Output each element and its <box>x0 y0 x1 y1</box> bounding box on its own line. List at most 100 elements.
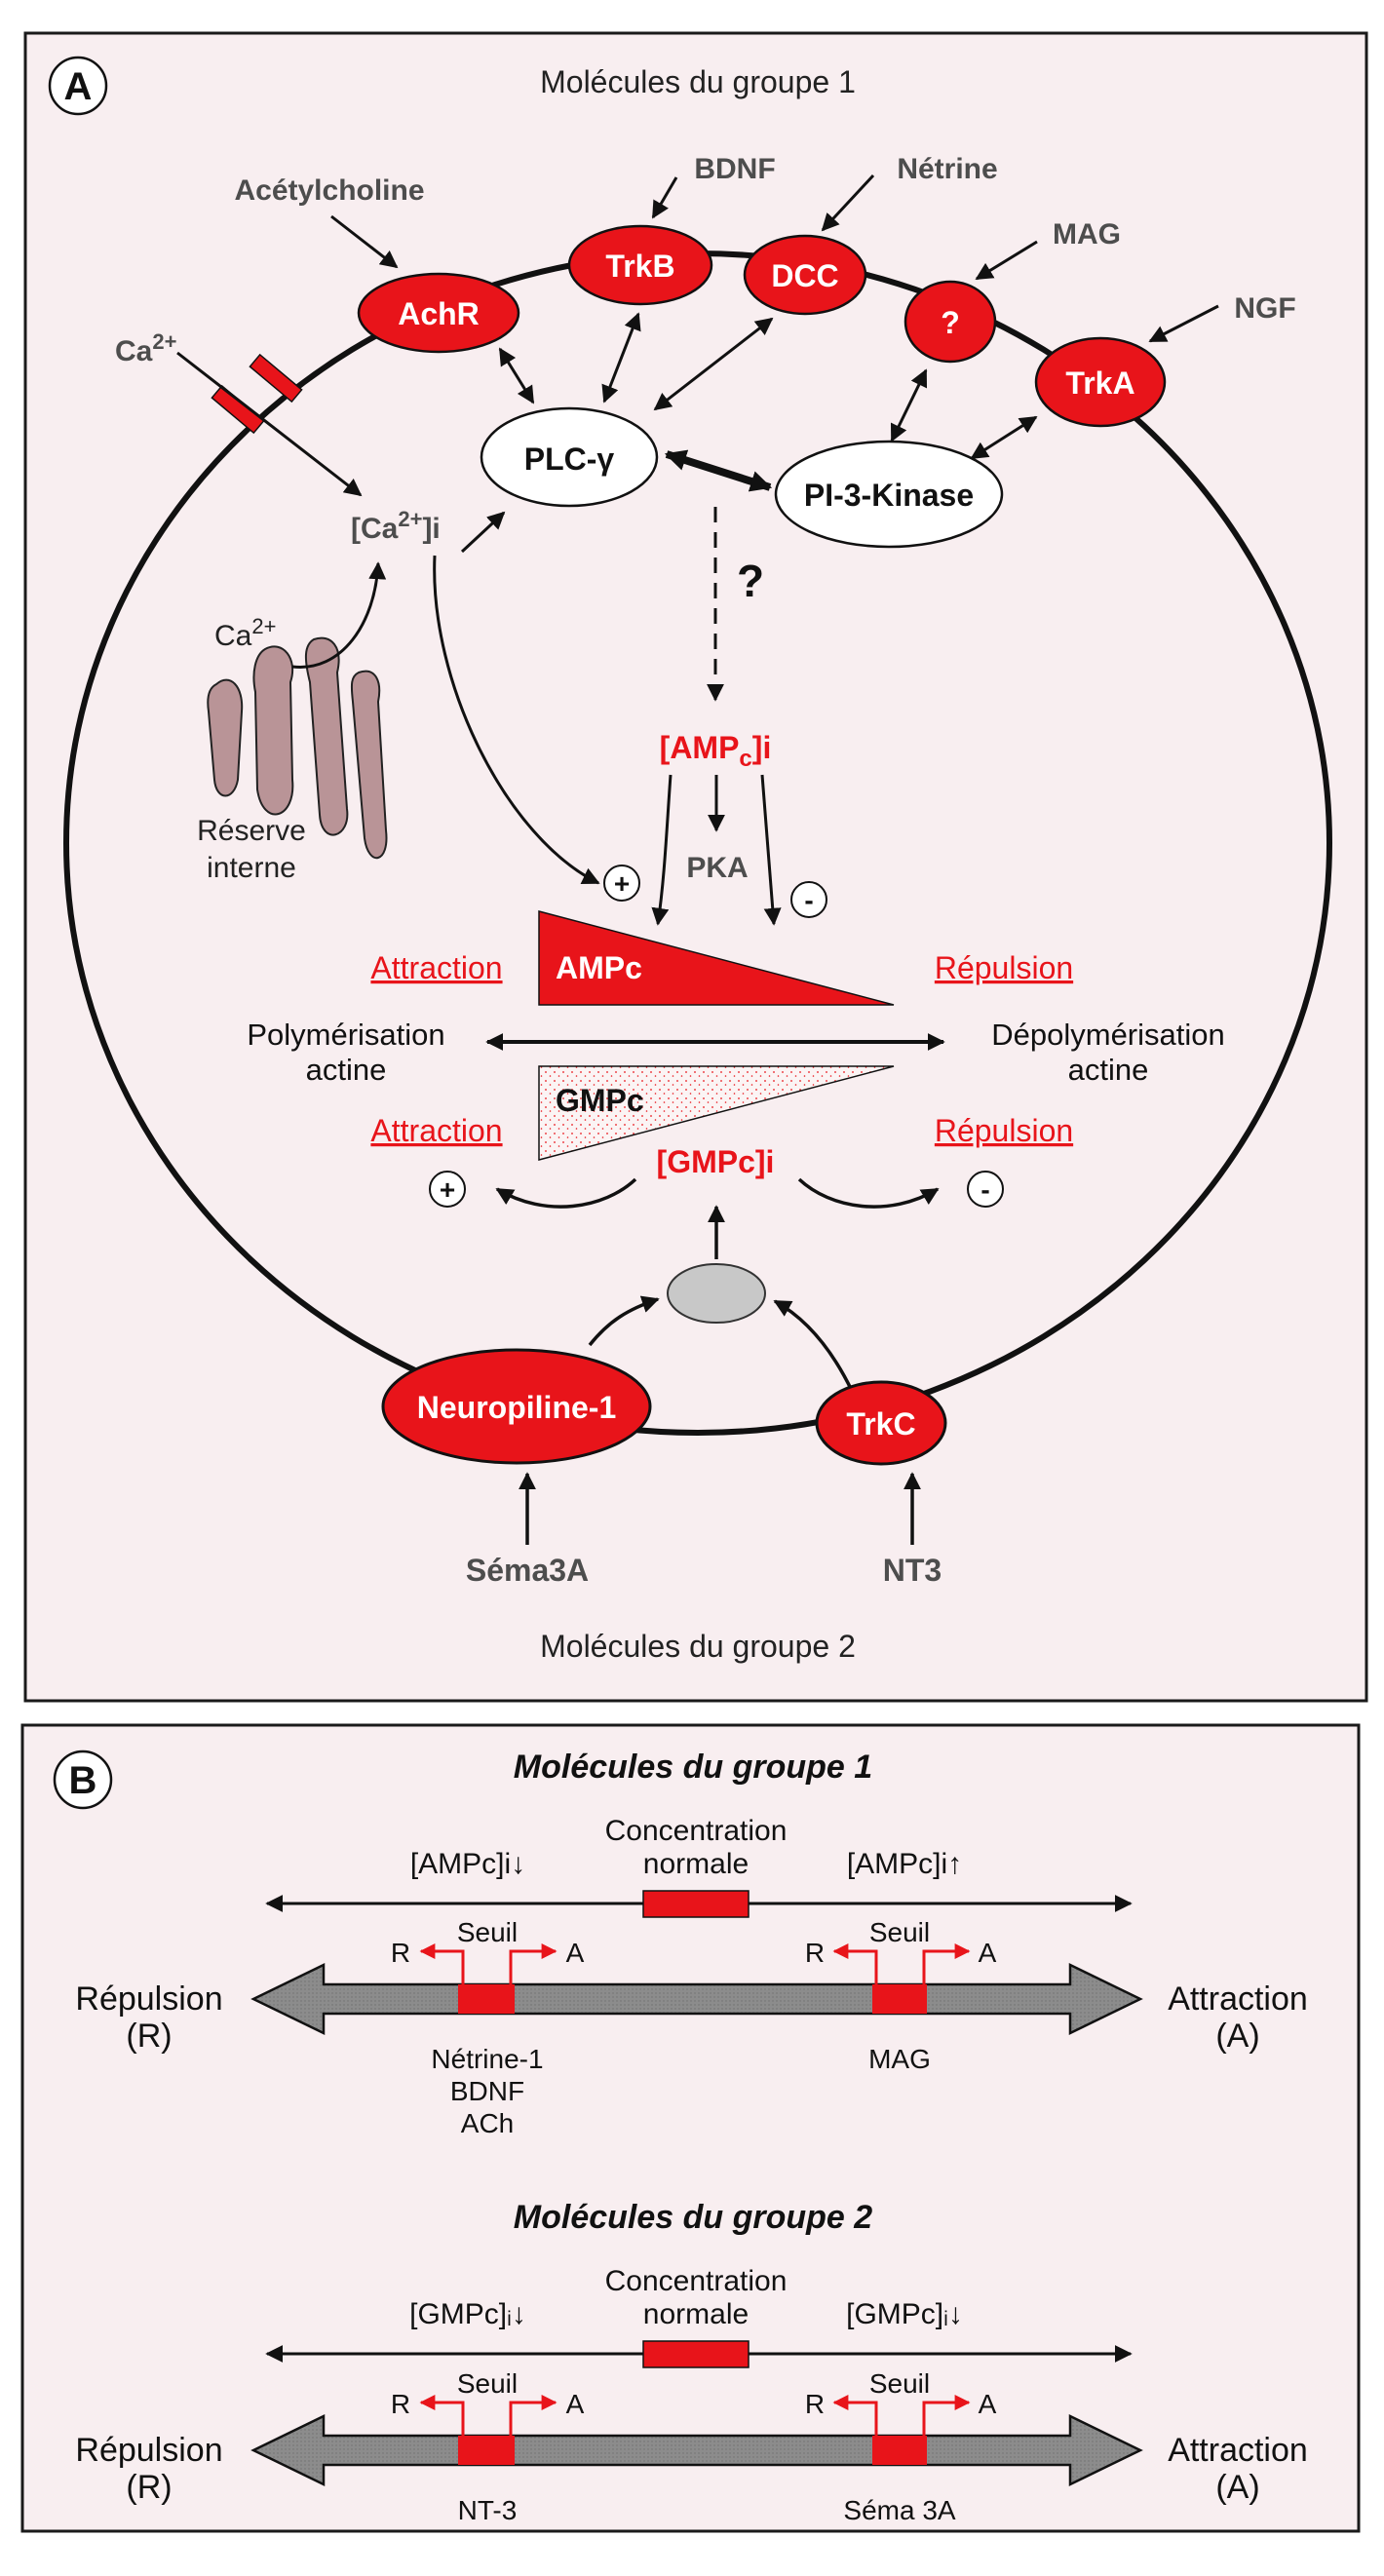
cgmp-internal-label: [GMPc]i <box>657 1144 775 1179</box>
b-group1-conc-line2: normale <box>643 1848 749 1880</box>
calcium-to-plc-arrow <box>460 511 506 554</box>
ampc-gradient-triangle <box>538 910 895 1006</box>
b-group2-threshold-right-a-arrow <box>922 2395 971 2436</box>
panel-a-frame <box>23 31 1368 1703</box>
b-group2-r-right: R <box>805 2389 825 2419</box>
b-group1-a-right: A <box>979 1938 997 1968</box>
receptor-enzyme-arrows <box>498 312 1038 460</box>
b-group2-title: Molécules du groupe 2 <box>514 2199 872 2236</box>
panel-b-group2: Molécules du groupe 2 Concentration norm… <box>75 2199 1307 2525</box>
polymerisation-label-line1: Polymérisation <box>247 1018 444 1052</box>
enzyme-plc-gamma: PLC-γ <box>480 406 659 508</box>
ampc-triangle-label: AMPc <box>556 950 642 985</box>
svg-text:-: - <box>980 1174 989 1205</box>
gmpc-triangle-label: GMPc <box>556 1083 644 1118</box>
minus-sign-lower: - <box>967 1171 1004 1208</box>
b-group2-left-level: [GMPc]ᵢ↓ <box>409 2298 526 2330</box>
b-group2-attraction: Attraction <box>1168 2432 1308 2469</box>
svg-text:+: + <box>440 1174 455 1205</box>
b-group2-a-right: A <box>979 2389 997 2419</box>
b-group1-a-left: A <box>566 1938 585 1968</box>
group2-title: Molécules du groupe 2 <box>540 1629 856 1664</box>
bdnf-arrow <box>651 176 678 219</box>
b-group1-right-level: [AMPc]i↑ <box>847 1848 962 1880</box>
camp-internal-label: [AMPc]i <box>660 730 772 772</box>
b-group1-response-bar <box>250 1963 1143 2035</box>
b-group2-right-molecule-1: Séma 3A <box>843 2495 955 2525</box>
b-group1-repulsion-abbr: (R) <box>126 2018 172 2055</box>
enzyme-pi3k-label: PI-3-Kinase <box>804 478 974 513</box>
b-group1-attraction: Attraction <box>1168 1980 1308 2018</box>
enzyme-plc-label: PLC-γ <box>524 442 615 477</box>
depolymerisation-label-line1: Dépolymérisation <box>991 1018 1225 1052</box>
ligand-netrine: Nétrine <box>897 153 997 185</box>
b-group1-threshold-left-a-arrow <box>509 1943 557 1984</box>
receptor-neuropiline-1: Neuropiline-1 <box>381 1348 652 1465</box>
receptor-unknown-label: ? <box>941 305 960 340</box>
calcium-internal-label: [Ca2+]i <box>351 507 441 545</box>
b-group1-title: Molécules du groupe 1 <box>514 1749 872 1786</box>
b-group2-r-left: R <box>391 2389 410 2419</box>
ligand-nt3: NT3 <box>883 1553 942 1588</box>
minus-sign-upper: - <box>790 881 827 918</box>
calcium-external-label: Ca2+ <box>115 329 176 367</box>
ngf-arrow <box>1148 304 1219 343</box>
b-group2-threshold-right-r-arrow <box>832 2395 878 2436</box>
receptor-achr-label: AchR <box>398 296 480 331</box>
mag-arrow <box>975 240 1038 281</box>
b-group1-seuil-right: Seuil <box>869 1917 930 1947</box>
receptor-trka-label: TrkA <box>1065 365 1134 401</box>
neuropiline-to-mediator-arrow <box>588 1295 660 1347</box>
receptor-dcc-label: DCC <box>771 258 838 293</box>
ligand-sema3a: Séma3A <box>466 1553 589 1588</box>
panel-a-badge: A <box>48 56 108 116</box>
receptor-trkb-label: TrkB <box>605 249 674 284</box>
polymerisation-label-line2: actine <box>306 1053 387 1087</box>
receptor-dcc: DCC <box>743 234 867 316</box>
panel-b-frame <box>20 1723 1361 2533</box>
enzyme-pi3-kinase: PI-3-Kinase <box>774 440 1004 549</box>
b-group1-threshold-left <box>458 1984 515 2014</box>
panel-b-badge: B <box>53 1749 113 1810</box>
ligand-acetylcholine: Acétylcholine <box>234 174 424 207</box>
attraction-label-lower: Attraction <box>370 1113 502 1148</box>
svg-text:+: + <box>614 868 630 899</box>
b-group2-conc-line2: normale <box>643 2298 749 2330</box>
b-group2-threshold-left-r-arrow <box>419 2395 465 2436</box>
receptor-trkb: TrkB <box>567 224 713 306</box>
b-group1-repulsion: Répulsion <box>75 1980 222 2018</box>
repulsion-label-upper: Répulsion <box>935 950 1073 985</box>
b-group2-seuil-right: Seuil <box>869 2368 930 2399</box>
b-group2-normal-box <box>642 2340 750 2368</box>
group1-title: Molécules du groupe 1 <box>540 64 856 99</box>
calcium-store-label: Ca2+ <box>214 614 276 652</box>
b-group1-normal-box <box>642 1890 750 1918</box>
gmpc-gradient-triangle <box>538 1065 895 1161</box>
b-group1-r-right: R <box>805 1938 825 1968</box>
cgmp-to-minus-arrow <box>797 1177 940 1209</box>
pka-label: PKA <box>686 852 748 884</box>
attraction-label-upper: Attraction <box>370 950 502 985</box>
b-group2-a-left: A <box>566 2389 585 2419</box>
b-group1-threshold-left-r-arrow <box>419 1943 465 1984</box>
b-group1-left-molecule-3: ACh <box>461 2108 514 2138</box>
panel-b-group1: Molécules du groupe 1 Concentration norm… <box>75 1749 1307 2138</box>
b-group2-conc-line1: Concentration <box>605 2265 788 2297</box>
store-release-arrow <box>291 561 387 669</box>
b-group2-repulsion: Répulsion <box>75 2432 222 2469</box>
unknown-pathway-question: ? <box>737 556 764 606</box>
b-group1-left-molecule-2: BDNF <box>450 2076 524 2106</box>
b-group2-seuil-left: Seuil <box>457 2368 518 2399</box>
reserve-label-line1: Réserve <box>197 815 306 847</box>
receptor-achr: AchR <box>357 272 520 354</box>
receptor-neuropiline-label: Neuropiline-1 <box>417 1390 616 1425</box>
receptor-unknown: ? <box>903 280 997 364</box>
b-group2-right-level: [GMPc]ᵢ↓ <box>846 2298 963 2330</box>
b-group1-left-molecule-1: Nétrine-1 <box>431 2044 543 2074</box>
panel-a-badge-letter: A <box>64 65 93 108</box>
cgmp-to-plus-arrow <box>495 1177 637 1209</box>
plc-pi3k-arrow <box>664 449 773 492</box>
netrine-arrow <box>821 173 875 232</box>
b-group1-seuil-left: Seuil <box>457 1917 518 1947</box>
